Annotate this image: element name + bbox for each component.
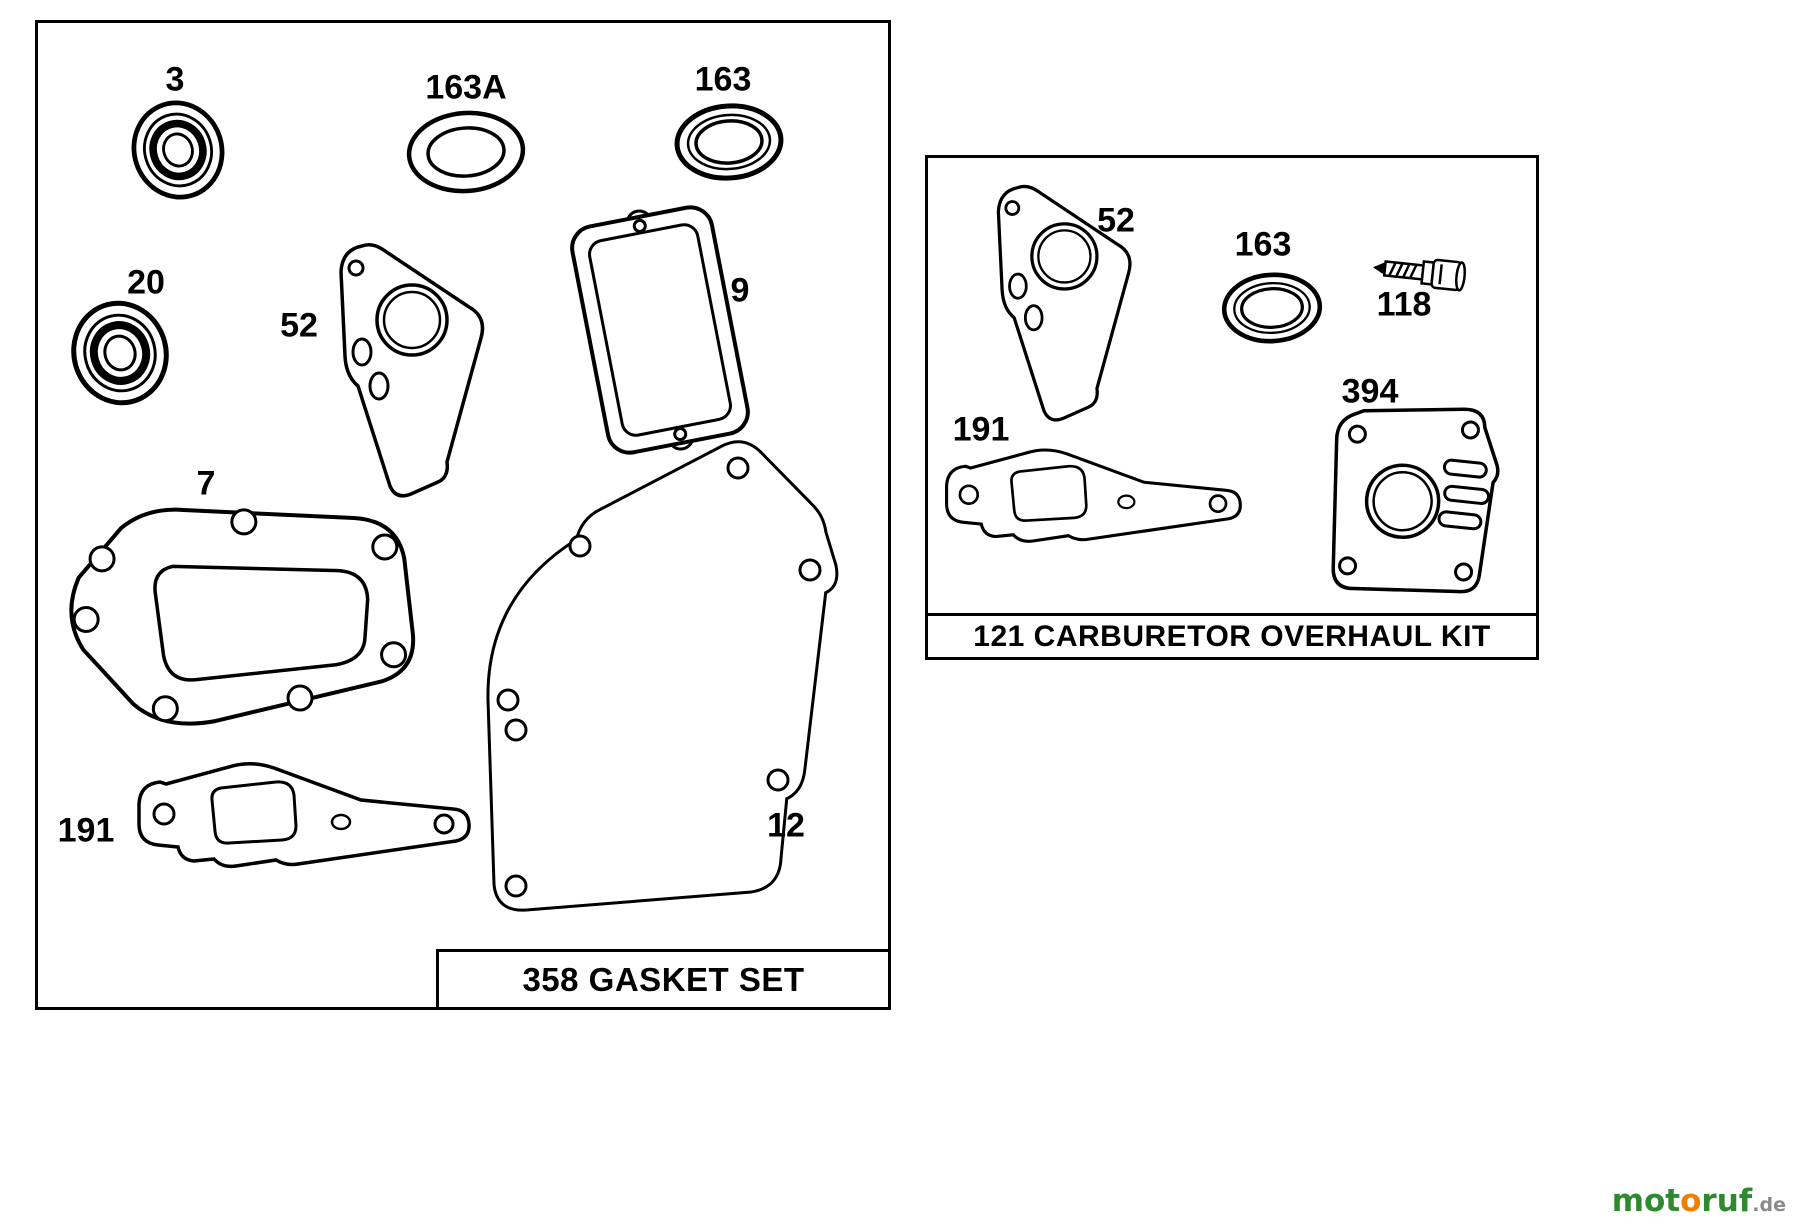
label-part-12: 12	[767, 806, 805, 845]
label-part-9: 9	[730, 271, 750, 310]
watermark-suffix: .de	[1752, 1194, 1786, 1216]
label-part-163-right: 163	[1234, 225, 1292, 264]
label-part-163-left: 163	[694, 60, 752, 99]
watermark-logo: motoruf.de	[1612, 1186, 1786, 1217]
gasket-set-box-border	[35, 20, 891, 1010]
carb-kit-box-border	[925, 155, 1539, 660]
label-part-52-left: 52	[280, 306, 318, 345]
label-part-163a: 163A	[425, 68, 507, 107]
gasket-set-title: 358 GASKET SET	[436, 949, 891, 1010]
label-part-52-right: 52	[1097, 201, 1135, 240]
label-part-3: 3	[165, 60, 185, 99]
carb-kit-title: 121 CARBURETOR OVERHAUL KIT	[925, 613, 1539, 660]
label-part-118: 118	[1376, 285, 1432, 324]
watermark-segment: mot	[1611, 1183, 1681, 1219]
watermark-segment: ruf	[1701, 1183, 1753, 1219]
watermark-segment: o	[1680, 1183, 1702, 1219]
label-part-394: 394	[1341, 372, 1399, 411]
label-part-7: 7	[196, 464, 216, 503]
label-part-191-left: 191	[57, 811, 115, 850]
label-part-191-right: 191	[952, 410, 1010, 449]
label-part-20: 20	[127, 263, 165, 302]
